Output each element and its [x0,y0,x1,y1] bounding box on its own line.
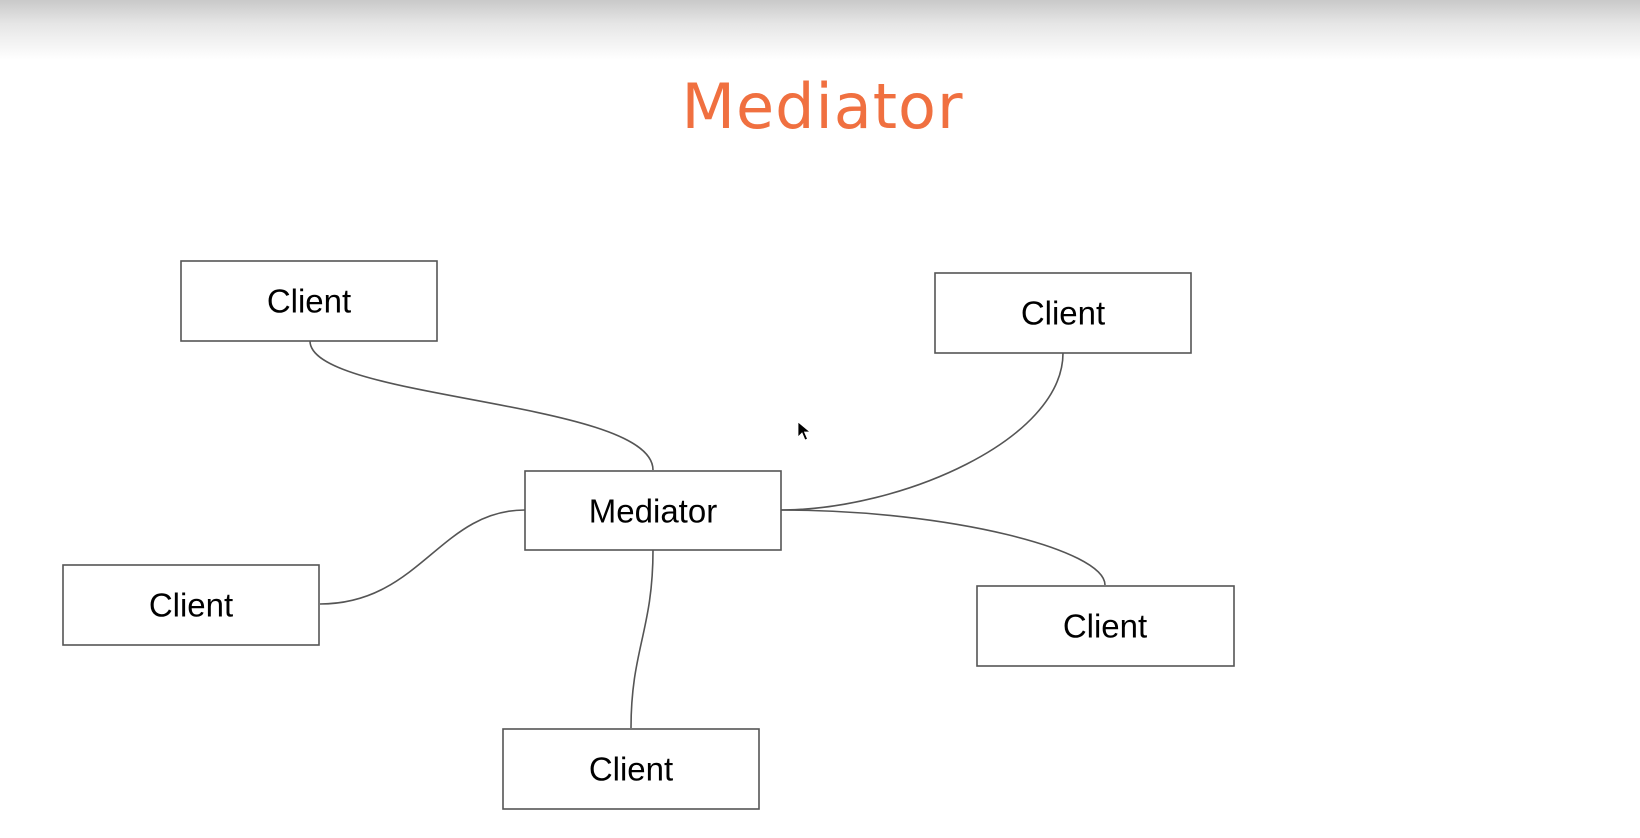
edge-mediator-client-top-left [309,340,654,471]
client-label: Client [1063,608,1147,645]
edge-mediator-client-top-right [780,352,1064,511]
client-label: Client [267,283,351,320]
edge-mediator-client-bottom [630,549,654,729]
mouse-pointer-icon [797,421,812,441]
client-label: Client [1021,295,1105,332]
client-node-bottom: Client [502,728,760,810]
slide-title: Mediator [681,70,964,143]
client-node-top-left: Client [180,260,438,342]
client-label: Client [589,751,673,788]
client-node-left: Client [62,564,320,646]
edge-mediator-client-left [319,509,526,605]
edge-mediator-client-right [780,509,1106,586]
client-node-right: Client [976,585,1235,667]
mediator-label: Mediator [589,493,717,530]
client-node-top-right: Client [934,272,1192,354]
mediator-node: Mediator [524,470,782,551]
top-shadow-band [0,0,1640,60]
client-label: Client [149,587,233,624]
